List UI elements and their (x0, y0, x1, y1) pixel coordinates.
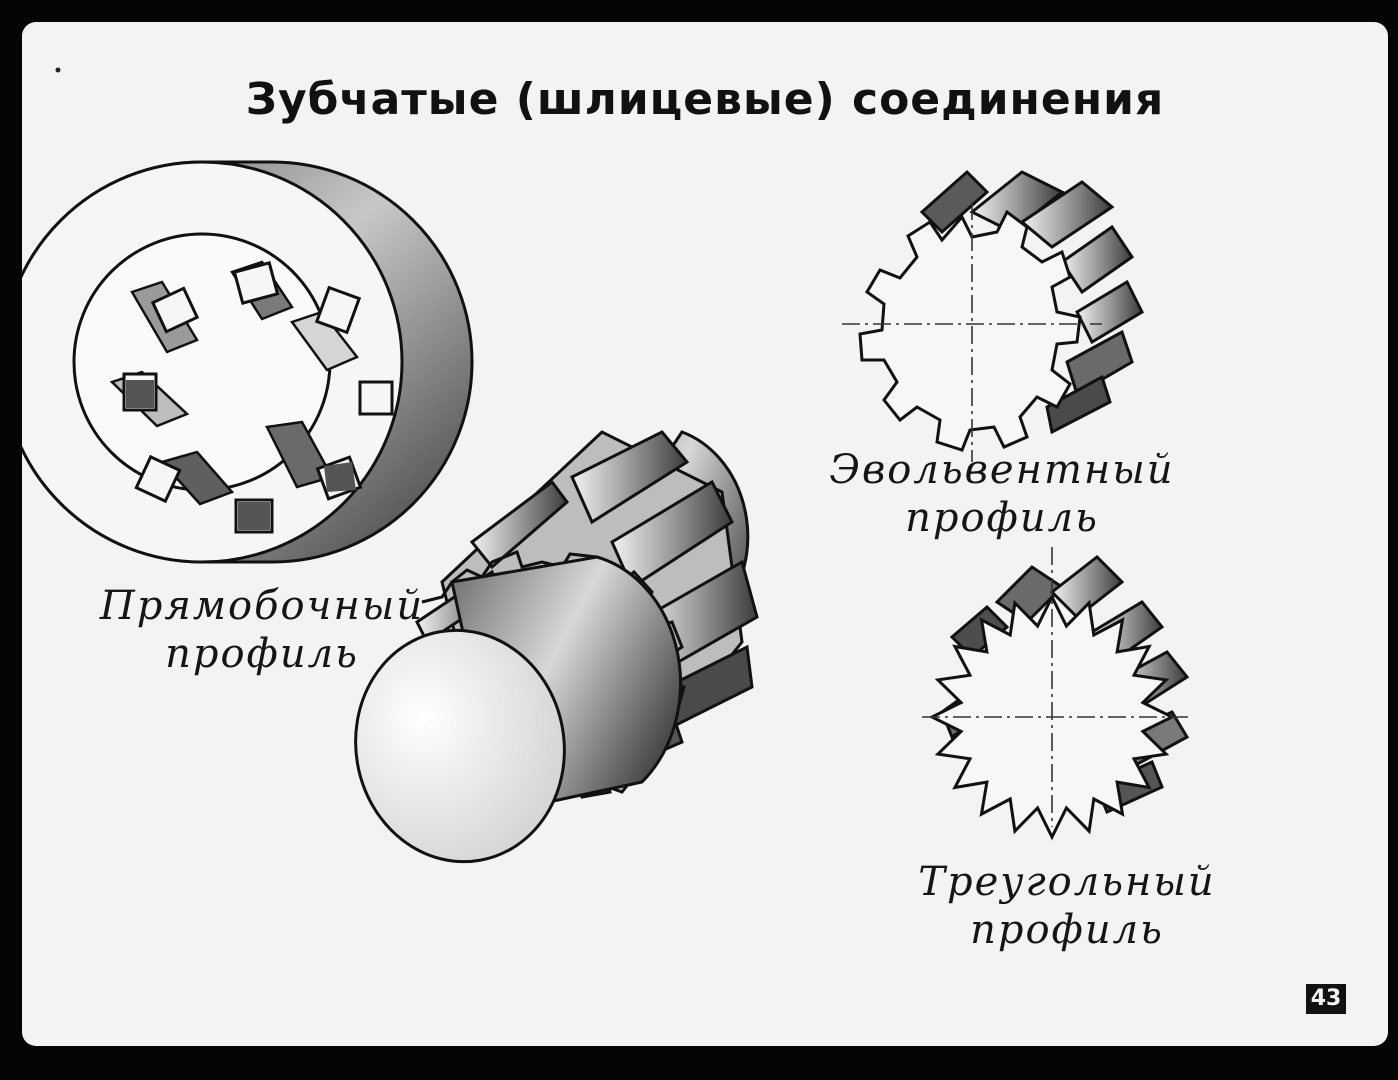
page-number-badge: 43 (1306, 984, 1346, 1014)
involute-profile-label: Эвольвентный профиль (822, 446, 1182, 542)
label-line: Эвольвентный (829, 447, 1175, 493)
slide: Зубчатые (шлицевые) соединения Прямобочн… (22, 22, 1388, 1046)
page-title: Зубчатые (шлицевые) соединения (245, 74, 1165, 125)
diagram-canvas (22, 67, 1192, 864)
straight-sided-profile-label: Прямобочный профиль (82, 582, 442, 678)
triangular-profile-label: Треугольный профиль (902, 858, 1232, 954)
straight-sided-spline-shaft-icon (354, 430, 759, 864)
triangular-spline-shaft-icon (922, 547, 1192, 841)
label-line: Прямобочный (99, 583, 425, 629)
label-line: профиль (970, 907, 1164, 953)
label-line: Треугольный (918, 859, 1216, 905)
label-line: профиль (165, 631, 359, 677)
straight-sided-spline-hub-icon (22, 160, 474, 564)
involute-spline-shaft-icon (842, 169, 1144, 462)
label-line: профиль (905, 495, 1099, 541)
